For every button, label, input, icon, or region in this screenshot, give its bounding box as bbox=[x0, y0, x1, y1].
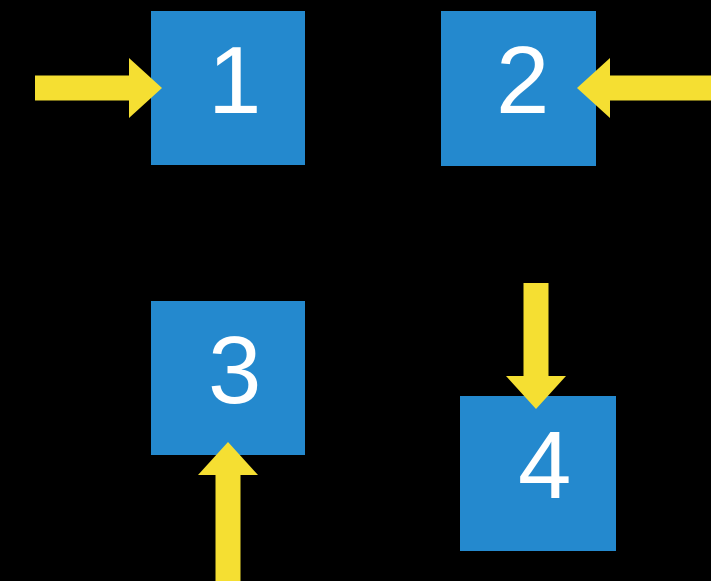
diagram-node-3-label: 3 bbox=[208, 317, 262, 424]
arrow-left-into-node-2-icon bbox=[577, 58, 711, 118]
diagram-node-3[interactable] bbox=[151, 301, 305, 455]
arrow-up-into-node-3-icon bbox=[198, 442, 258, 581]
diagram-node-4-label: 4 bbox=[518, 412, 572, 519]
diagram-node-2[interactable] bbox=[441, 11, 596, 166]
arrow-right-into-node-1-icon bbox=[35, 58, 162, 118]
arrow-down-into-node-4-icon bbox=[506, 283, 566, 409]
diagram-node-2-label: 2 bbox=[496, 27, 550, 134]
diagram-node-4[interactable] bbox=[460, 396, 616, 551]
diagram-node-1-label: 1 bbox=[208, 27, 262, 134]
diagram-node-1[interactable] bbox=[151, 11, 305, 165]
